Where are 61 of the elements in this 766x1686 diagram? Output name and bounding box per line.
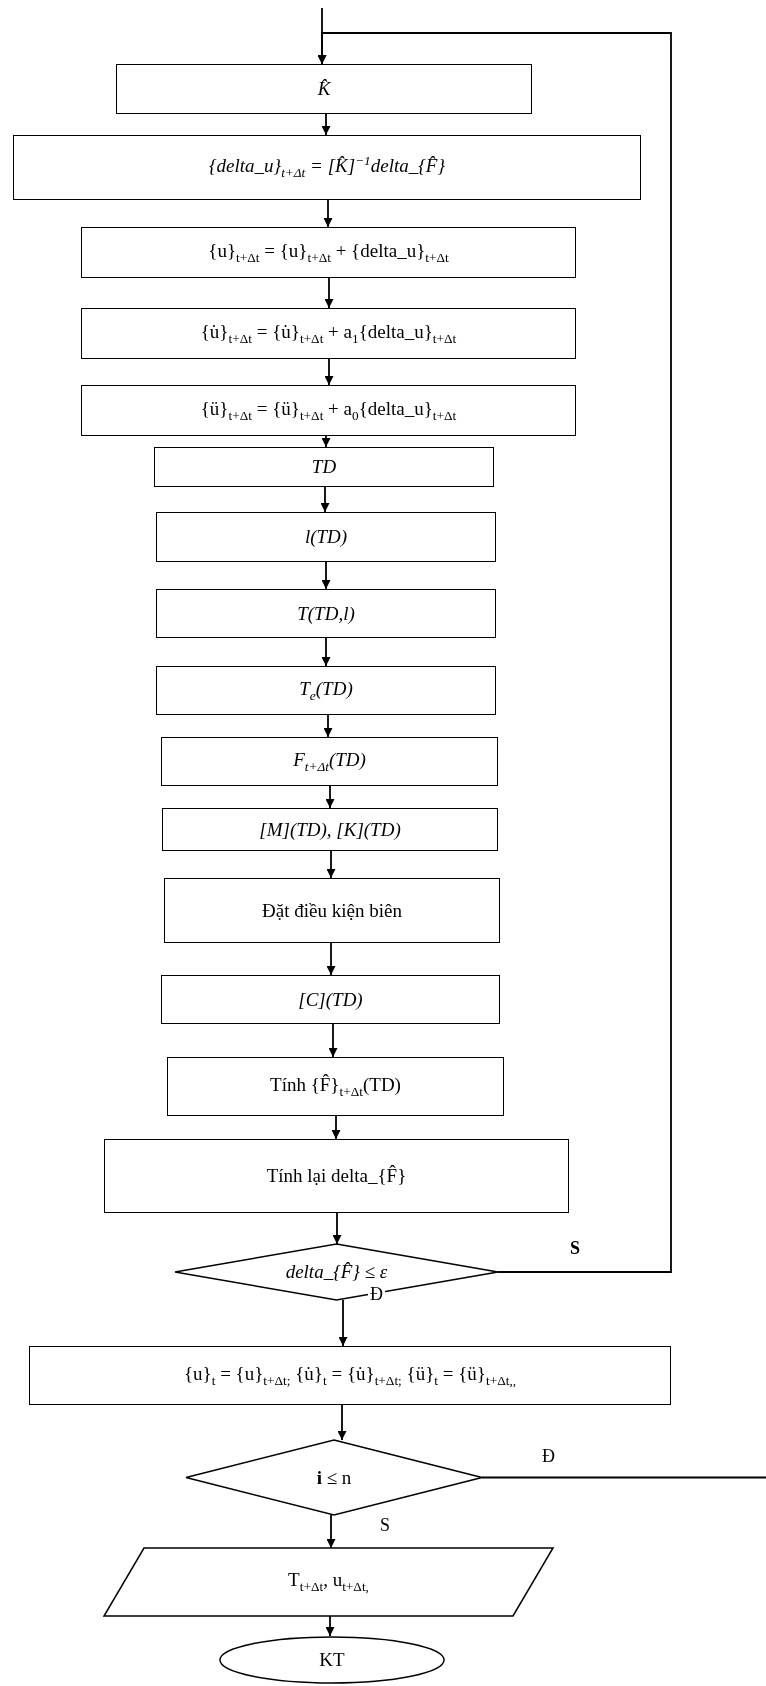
arrow [337,1404,347,1441]
step-text: {ü}$_{t+Δt}$ = {ü}$_{t+Δt}$ + a$_{0}${delta_u}$_{t+Δt}$ [200,397,457,424]
process-box [161,975,500,1024]
output-parallelogram [104,1548,553,1616]
step-text: [M](TD), [K](TD) [259,818,401,841]
connector-line [481,1476,766,1479]
step-text: {u}$_{t+Δt}$ = {u}$_{t+Δt}$ + {delta_u}$_{t+Δt}$ [208,239,449,266]
process-box [81,385,576,436]
step-text: T$_{e}$(TD) [299,677,353,704]
decision-diamond [186,1440,482,1515]
process-box [156,666,496,715]
step-text: [C](TD) [298,988,363,1011]
step-text: l(TD) [304,526,348,548]
arrow [326,850,336,879]
process-box [81,227,576,278]
arrow [323,714,333,738]
step-text: K̂ [317,78,331,100]
process-box [164,878,500,943]
arrow [325,1615,335,1637]
process-box [162,808,498,851]
process-box [81,308,576,359]
step-text: TD [311,456,337,478]
decision-diamond [175,1244,498,1300]
step-text: delta_{F̂} ≤ ε [285,1261,388,1283]
process-box [13,135,641,200]
step-text: i ≤ n [316,1466,352,1489]
arrow [326,1514,336,1549]
arrow [332,1212,342,1245]
arrow [325,785,335,809]
process-box [161,737,498,786]
arrow [321,561,331,590]
process-box [156,589,496,638]
arrow [326,942,336,976]
step-text: T(TD,l) [297,602,355,625]
process-box [104,1139,569,1213]
arrow [324,277,334,309]
arrow [320,486,330,513]
arrow [338,1299,348,1347]
step-text: KT [319,1649,345,1671]
process-box [167,1057,504,1116]
step-text: {delta_u}$_{t+Δt}$ = [K̂]$^{−1}$delta_{F̂} [208,153,446,182]
arrow [328,1023,338,1058]
step-text: T$_{t+Δt}$, u$_{t+Δt,}$ [288,1569,369,1595]
arrow [321,113,331,136]
arrow [331,1115,341,1140]
arrow [323,199,333,228]
process-box [116,64,532,114]
step-text: Tính {F̂}$_{t+Δt}$(TD) [270,1073,401,1100]
arrow [317,32,672,1273]
arrow [321,637,331,667]
step-text: {u}$_{t}$ = {u}$_{t+Δt;}$ {u̇}$_{t}$ = {u̇}$_{t+Δt;}$ {ü}$_{t}$ = {ü}$_{t+Δt,,}$ [183,1362,517,1389]
step-text: F$_{t+Δt}$(TD) [293,748,366,775]
end-ellipse [219,1636,445,1684]
step-text: Tính lại delta_{F̂} [266,1165,407,1187]
step-text: {u̇}$_{t+Δt}$ = {u̇}$_{t+Δt}$ + a$_{1}${delta_u}$_{t+Δt}$ [200,320,457,347]
process-box [154,447,494,487]
process-box [29,1346,671,1405]
step-text: Đặt điều kiện biên [262,899,402,922]
process-box [156,512,496,562]
arrow [324,358,334,386]
arrow [321,435,331,448]
